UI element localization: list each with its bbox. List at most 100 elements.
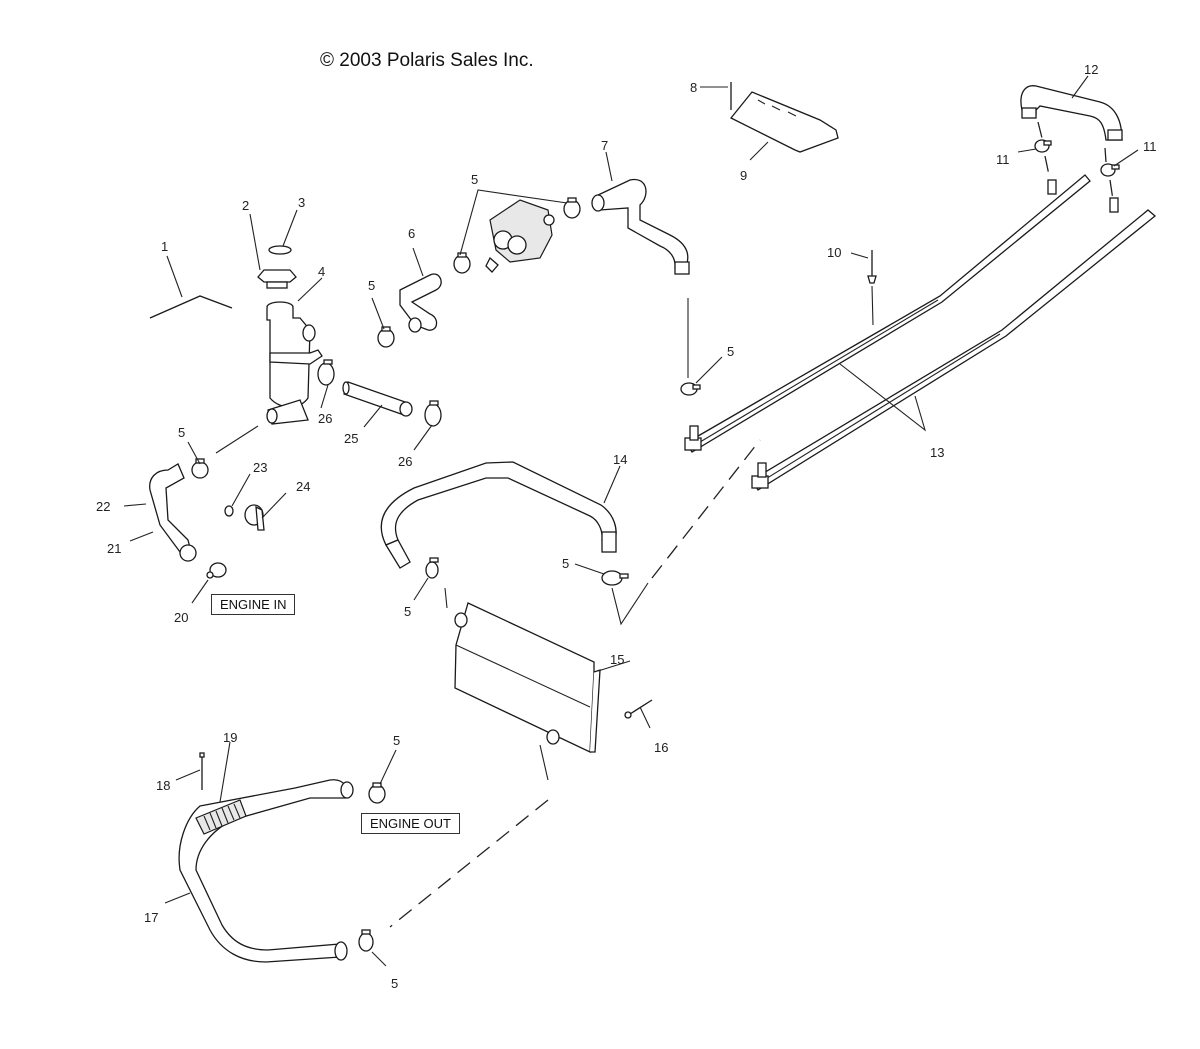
callout-7: 7 xyxy=(601,138,608,153)
callout-1: 1 xyxy=(161,239,168,254)
leader-9 xyxy=(749,141,769,161)
leader-13 xyxy=(839,363,927,432)
leader-23 xyxy=(231,473,251,507)
part-5-clamp[interactable] xyxy=(601,570,629,586)
leader-18 xyxy=(175,769,201,781)
callout-19: 19 xyxy=(223,730,237,745)
callout-15: 15 xyxy=(610,652,624,667)
leader-16 xyxy=(639,706,651,729)
leader-5f xyxy=(187,441,201,465)
part-13-rail[interactable] xyxy=(684,174,1091,453)
callout-6: 6 xyxy=(408,226,415,241)
leader-25 xyxy=(363,404,383,428)
part-6-hose[interactable] xyxy=(399,273,442,333)
callout-4: 4 xyxy=(318,264,325,279)
part-11-clamp[interactable] xyxy=(1100,163,1120,177)
part-5-clamp[interactable] xyxy=(563,197,581,219)
leader-5g xyxy=(379,749,397,785)
callout-26a: 26 xyxy=(318,411,332,426)
callout-24: 24 xyxy=(296,479,310,494)
callout-11a: 11 xyxy=(996,152,1010,167)
callout-3: 3 xyxy=(298,195,305,210)
callout-16: 16 xyxy=(654,740,668,755)
part-5-clamp[interactable] xyxy=(680,382,701,396)
callout-22: 22 xyxy=(96,499,110,514)
leader-2 xyxy=(249,213,261,271)
part-26-clamp[interactable] xyxy=(317,359,335,386)
callout-5b: 5 xyxy=(471,172,478,187)
part-5-clamp[interactable] xyxy=(368,782,386,804)
leader-5d xyxy=(413,577,429,601)
leader-5e xyxy=(574,563,605,575)
part-2-cap[interactable] xyxy=(257,269,297,289)
leader-5h xyxy=(371,951,387,967)
part-12-hose[interactable] xyxy=(1020,85,1123,141)
callout-23: 23 xyxy=(253,460,267,475)
part-13-rail[interactable] xyxy=(751,197,1157,491)
part-10-rivet[interactable] xyxy=(867,250,877,284)
part-5-clamp[interactable] xyxy=(191,458,209,479)
part-18-tie-strap[interactable] xyxy=(199,752,205,790)
leader-10 xyxy=(850,252,869,259)
engine-out-label: ENGINE OUT xyxy=(361,813,460,834)
part-20-clamp[interactable] xyxy=(206,562,227,579)
leader-3 xyxy=(282,209,298,247)
leader-26a xyxy=(320,384,329,409)
callout-13: 13 xyxy=(930,445,944,460)
leader-26b xyxy=(413,424,433,451)
leader-4 xyxy=(297,277,323,302)
part-15-intercooler[interactable] xyxy=(454,602,601,754)
leader-6 xyxy=(412,247,424,277)
leader-14 xyxy=(603,465,621,504)
leader-5c xyxy=(695,356,723,384)
leader-11b xyxy=(1113,149,1139,167)
leader-19 xyxy=(219,741,231,803)
part-9-cover[interactable] xyxy=(729,91,839,153)
callout-18: 18 xyxy=(156,778,170,793)
callout-8: 8 xyxy=(690,80,697,95)
callout-21: 21 xyxy=(107,541,121,556)
part-14-hose[interactable] xyxy=(380,461,617,569)
callout-14: 14 xyxy=(613,452,627,467)
leader-7 xyxy=(605,151,613,182)
callout-10: 10 xyxy=(827,245,841,260)
callout-5h: 5 xyxy=(391,976,398,991)
callout-5c: 5 xyxy=(727,344,734,359)
callout-5f: 5 xyxy=(178,425,185,440)
part-24-bracket-clamp[interactable] xyxy=(244,504,265,531)
part-1-rod[interactable] xyxy=(149,295,233,319)
leader-24 xyxy=(261,492,287,519)
pump-assembly[interactable] xyxy=(485,199,555,273)
part-5-clamp[interactable] xyxy=(358,929,374,952)
callout-11b: 11 xyxy=(1143,139,1157,154)
leader-21 xyxy=(129,531,154,542)
leader-5b xyxy=(459,189,568,256)
part-25-hose[interactable] xyxy=(342,381,413,417)
callout-20: 20 xyxy=(174,610,188,625)
part-4-reservoir[interactable] xyxy=(266,301,323,425)
callout-5e: 5 xyxy=(562,556,569,571)
part-16-bolt[interactable] xyxy=(624,699,653,719)
part-3-o-ring[interactable] xyxy=(268,245,292,255)
leader-15 xyxy=(597,660,631,672)
callout-9: 9 xyxy=(740,168,747,183)
callout-5d: 5 xyxy=(404,604,411,619)
leader-22 xyxy=(123,503,147,507)
part-26-clamp[interactable] xyxy=(424,400,442,427)
part-17-hose[interactable] xyxy=(178,779,354,963)
part-19-sleeve[interactable] xyxy=(195,799,247,835)
part-11-clamp[interactable] xyxy=(1034,139,1052,153)
callout-25: 25 xyxy=(344,431,358,446)
part-5-clamp[interactable] xyxy=(377,326,395,348)
leader-12 xyxy=(1071,75,1089,99)
engine-in-label: ENGINE IN xyxy=(211,594,296,615)
part-22-hose[interactable] xyxy=(149,463,197,562)
part-5-clamp[interactable] xyxy=(453,252,471,274)
part-7-hose[interactable] xyxy=(591,178,690,275)
part-23-washer[interactable] xyxy=(224,505,234,517)
callout-2: 2 xyxy=(242,198,249,213)
part-5-clamp[interactable] xyxy=(425,557,439,579)
leader-11a xyxy=(1017,148,1037,153)
copyright-notice: © 2003 Polaris Sales Inc. xyxy=(320,50,534,71)
